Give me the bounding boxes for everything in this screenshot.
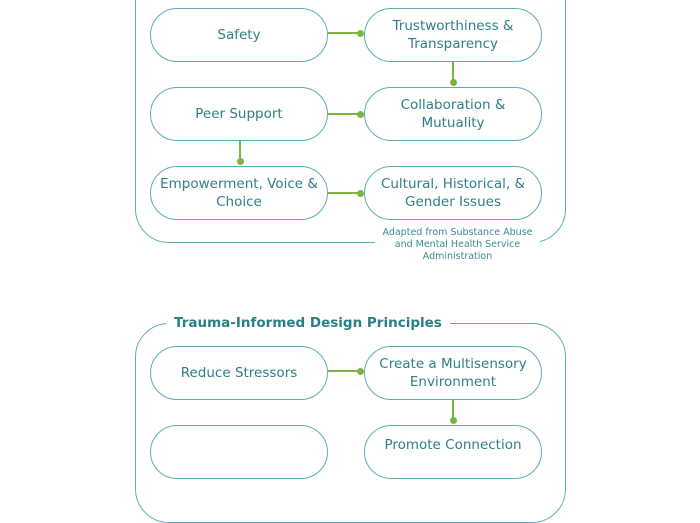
node-label: Create a Multisensory Environment — [379, 356, 527, 390]
connector-dot — [357, 189, 364, 197]
node-label: Trustworthiness & Transparency — [392, 18, 514, 52]
source-caption: Adapted from Substance Abuse and Mental … — [375, 227, 540, 263]
node-reduce-stressors: Reduce Stressors — [150, 346, 328, 400]
node-multisensory: Create a Multisensory Environment — [364, 346, 542, 400]
panel-title: Trauma-Informed Design Principles — [166, 314, 450, 332]
node-trustworthiness: Trustworthiness & Transparency — [364, 8, 542, 62]
node-cultural: Cultural, Historical, & Gender Issues — [364, 166, 542, 220]
connector-line — [328, 113, 362, 115]
node-partial-left — [150, 425, 328, 479]
node-label: Safety — [217, 27, 261, 43]
connector-dot — [357, 110, 364, 118]
connector-dot — [357, 29, 364, 37]
node-collaboration: Collaboration & Mutuality — [364, 87, 542, 141]
connector-dot — [357, 367, 364, 375]
connector-line — [328, 370, 362, 372]
connector-line — [239, 141, 241, 161]
node-label: Promote Connection — [384, 437, 522, 453]
principles-panel — [135, 0, 566, 243]
connector-line — [452, 400, 454, 420]
node-label: Cultural, Historical, & Gender Issues — [380, 176, 526, 210]
node-empowerment: Empowerment, Voice & Choice — [150, 166, 328, 220]
node-label: Reduce Stressors — [180, 365, 298, 381]
connector-line — [452, 62, 454, 82]
connector-line — [328, 192, 362, 194]
node-promote-connection: Promote Connection — [364, 425, 542, 479]
node-label: Peer Support — [195, 106, 283, 122]
node-peer-support: Peer Support — [150, 87, 328, 141]
connector-dot — [449, 417, 457, 424]
connector-dot — [449, 79, 457, 86]
connector-line — [328, 32, 362, 34]
node-label: Empowerment, Voice & Choice — [160, 176, 318, 210]
connector-dot — [236, 158, 244, 165]
node-safety: Safety — [150, 8, 328, 62]
node-label: Collaboration & Mutuality — [400, 97, 506, 131]
